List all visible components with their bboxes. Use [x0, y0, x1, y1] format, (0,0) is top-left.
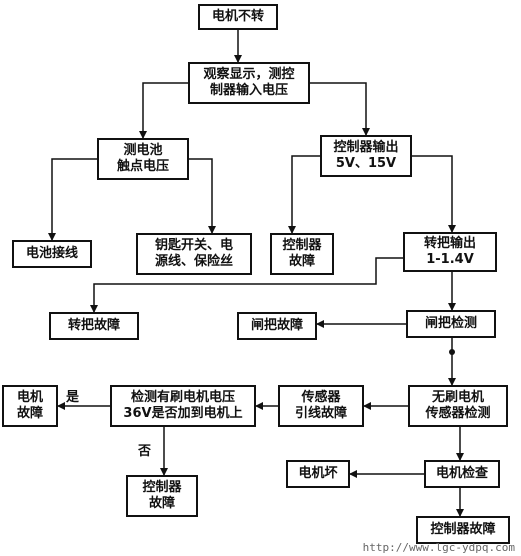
node-check-brushed-motor: 检测有刷电机电压 36V是否加到电机上	[110, 385, 256, 427]
edge-n_ctrl_out-to-n_throttle_out	[412, 155, 456, 233]
node-controller-fault-3: 控制器故障	[416, 516, 510, 544]
node-brake-fault: 闸把故障	[237, 312, 317, 340]
node-throttle-fault: 转把故障	[49, 312, 139, 340]
node-brake-check: 闸把检测	[406, 310, 496, 338]
edge-n_observe-to-n_ctrl_out	[310, 82, 370, 136]
node-controller-fault-1: 控制器 故障	[270, 233, 334, 275]
node-controller-fault-2: 控制器 故障	[126, 475, 198, 517]
node-test-battery-voltage: 测电池 触点电压	[97, 138, 189, 180]
edge-n_battery-to-n_bat_wire	[48, 158, 97, 241]
node-motor-broken: 电机坏	[286, 460, 350, 488]
edge-n_observe-to-n_battery	[139, 82, 188, 139]
edge-n_ctrl_out-to-n_ctrl_fault1	[288, 155, 320, 234]
node-throttle-output: 转把输出 1-1.4V	[403, 232, 497, 272]
node-motor-fault: 电机 故障	[2, 385, 58, 427]
edge-n_battery-to-n_key	[189, 158, 216, 234]
node-battery-wiring: 电池接线	[12, 240, 92, 268]
label-no: 否	[138, 444, 152, 459]
node-sensor-wire-fault: 传感器 引线故障	[278, 385, 364, 427]
node-motor-inspection: 电机检查	[424, 460, 500, 488]
watermark: http://www.lgc-ydpq.com	[362, 541, 515, 554]
node-observe-display: 观察显示，测控 制器输入电压	[188, 62, 310, 104]
junction-dot	[449, 349, 455, 355]
node-controller-output: 控制器输出 5V、15V	[320, 135, 412, 177]
node-key-switch-fuse: 钥匙开关、电 源线、保险丝	[136, 233, 252, 275]
edge-n_throttle_out-to-n_throttle_fault	[90, 257, 403, 313]
label-yes: 是	[66, 390, 80, 405]
node-motor-not-running: 电机不转	[198, 4, 278, 30]
node-brushless-sensor-check: 无刷电机 传感器检测	[408, 385, 508, 427]
